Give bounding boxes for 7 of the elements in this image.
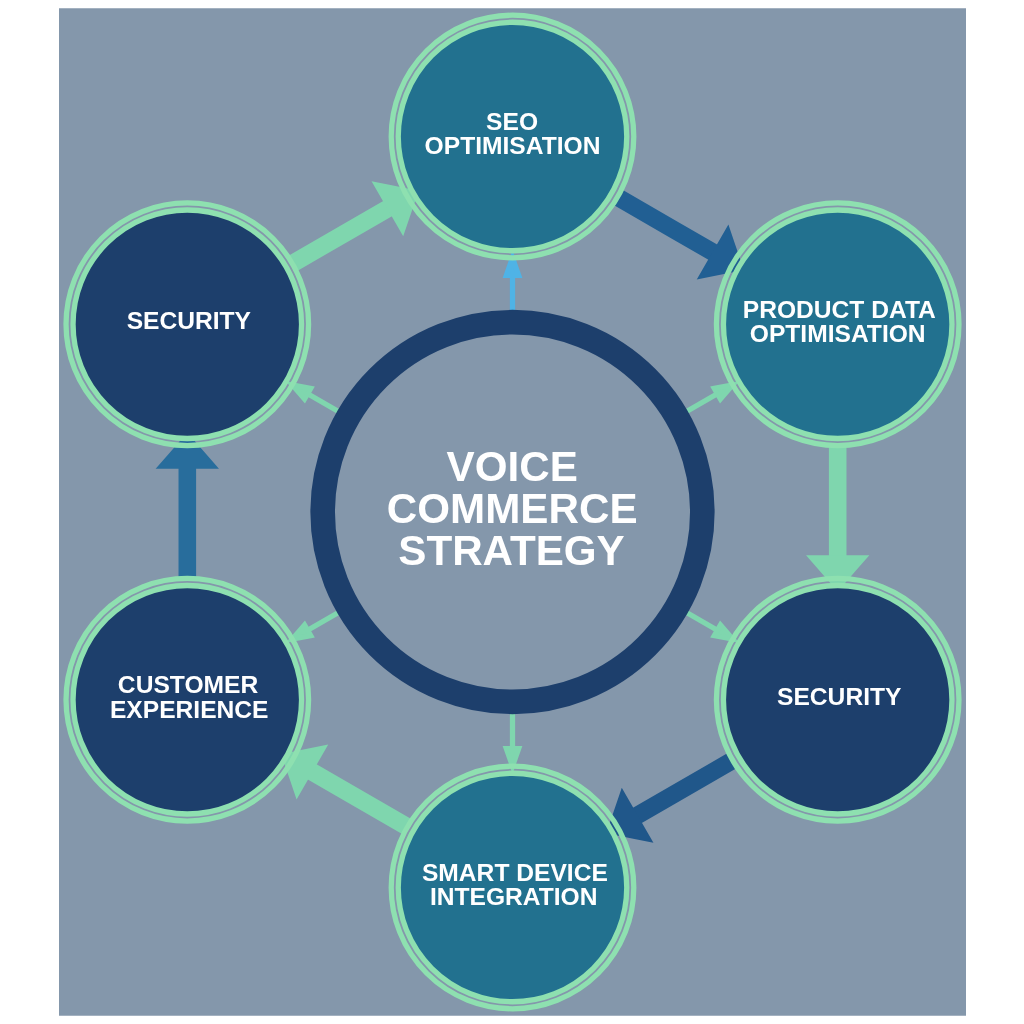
node-circle: PRODUCT DATA OPTIMISATION	[713, 200, 962, 449]
node-circle: SECURITY	[713, 575, 962, 824]
node-circle: SMART DEVICE INTEGRATION	[388, 763, 636, 1012]
node-circle: VOICE COMMERCE STRATEGY	[309, 309, 715, 715]
node-circle: CUSTOMER EXPERIENCE	[62, 575, 311, 824]
node-circle: SEO OPTIMISATION	[388, 12, 636, 261]
node-circle: SECURITY	[62, 200, 311, 449]
